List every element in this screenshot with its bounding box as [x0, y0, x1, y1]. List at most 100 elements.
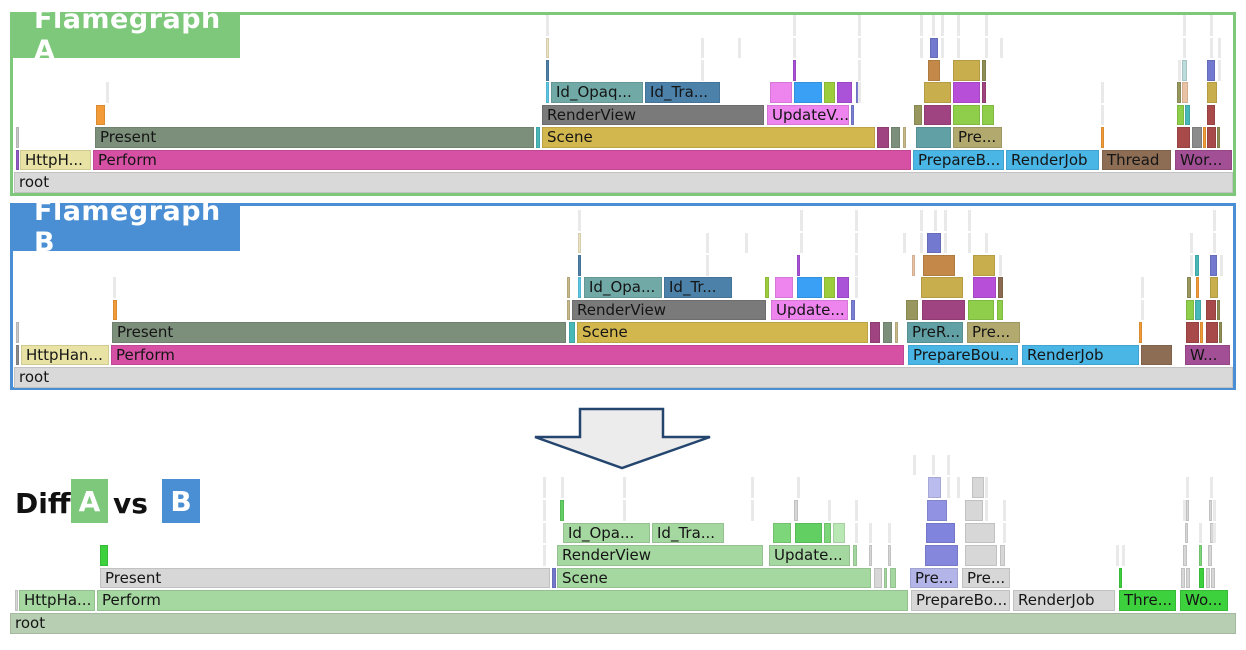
frame-bar[interactable]	[923, 255, 955, 276]
frame-bar[interactable]	[1195, 255, 1199, 276]
frame-bar[interactable]	[921, 277, 963, 298]
frame-bar[interactable]	[1210, 522, 1214, 544]
frame-bar[interactable]	[1000, 545, 1005, 566]
frame-bar[interactable]	[851, 104, 854, 126]
frame-bar[interactable]	[546, 60, 549, 81]
frame-bar[interactable]	[1186, 299, 1194, 321]
frame-bar[interactable]	[1207, 127, 1216, 148]
frame-pre[interactable]: Pre...	[967, 322, 1020, 343]
frame-bar[interactable]	[578, 255, 581, 276]
frame-pre[interactable]: Pre...	[953, 127, 1002, 148]
frame-bar[interactable]	[928, 60, 940, 81]
frame-bar[interactable]	[1181, 567, 1185, 589]
frame-bar[interactable]	[1210, 277, 1218, 298]
frame-bar[interactable]	[775, 277, 793, 298]
frame-bar[interactable]	[890, 567, 896, 589]
frame-bar[interactable]	[833, 522, 845, 544]
frame-id-tra[interactable]: Id_Tra...	[645, 82, 720, 103]
frame-bar[interactable]	[928, 477, 941, 498]
frame-wo[interactable]: Wo...	[1180, 590, 1228, 611]
frame-update[interactable]: Update...	[769, 545, 850, 566]
frame-scene[interactable]: Scene	[577, 322, 868, 343]
frame-bar[interactable]	[1203, 127, 1206, 148]
frame-id-tra[interactable]: Id_Tra...	[652, 522, 724, 544]
frame-bar[interactable]	[874, 567, 882, 589]
frame-bar[interactable]	[567, 277, 570, 298]
frame-perform[interactable]: Perform	[111, 344, 904, 366]
frame-present[interactable]: Present	[95, 127, 534, 148]
frame-bar[interactable]	[924, 82, 951, 103]
frame-bar[interactable]	[793, 60, 796, 81]
frame-perform[interactable]: Perform	[97, 590, 908, 611]
frame-bar[interactable]	[870, 322, 880, 343]
frame-bar[interactable]	[794, 82, 822, 103]
frame-thread[interactable]: Thread	[1102, 149, 1171, 171]
frame-bar[interactable]	[906, 299, 918, 321]
frame-bar[interactable]	[824, 82, 835, 103]
frame-bar[interactable]	[895, 322, 898, 343]
frame-present[interactable]: Present	[112, 322, 566, 343]
frame-id-opaq[interactable]: Id_Opaq...	[551, 82, 643, 103]
frame-bar[interactable]	[569, 322, 575, 343]
frame-bar[interactable]	[546, 82, 549, 103]
frame-bar[interactable]	[1207, 82, 1217, 103]
frame-bar[interactable]	[912, 255, 915, 276]
frame-httpha[interactable]: HttpHa...	[19, 590, 95, 611]
frame-bar[interactable]	[1185, 104, 1190, 126]
frame-bar[interactable]	[916, 127, 951, 148]
frame-bar[interactable]	[997, 299, 1003, 321]
frame-renderjob[interactable]: RenderJob	[1006, 149, 1099, 171]
frame-bar[interactable]	[16, 322, 19, 343]
frame-bar[interactable]	[927, 232, 941, 254]
frame-root[interactable]: root	[10, 613, 1236, 634]
frame-bar[interactable]	[1207, 104, 1215, 126]
frame-bar[interactable]	[1182, 82, 1188, 103]
frame-bar[interactable]	[773, 522, 791, 544]
frame-bar[interactable]	[982, 104, 994, 126]
frame-bar[interactable]	[953, 104, 980, 126]
frame-bar[interactable]	[96, 104, 105, 126]
frame-bar[interactable]	[927, 500, 947, 521]
frame-bar[interactable]	[770, 82, 792, 103]
frame-bar[interactable]	[1185, 522, 1188, 544]
frame-bar[interactable]	[1206, 299, 1216, 321]
frame-bar[interactable]	[1186, 322, 1199, 343]
frame-scene[interactable]: Scene	[542, 127, 875, 148]
frame-bar[interactable]	[1195, 299, 1201, 321]
frame-bar[interactable]	[1183, 545, 1187, 566]
frame-bar[interactable]	[567, 299, 570, 321]
frame-bar[interactable]	[926, 522, 955, 544]
frame-bar[interactable]	[1207, 60, 1215, 81]
frame-bar[interactable]	[1210, 255, 1217, 276]
frame-bar[interactable]	[869, 545, 872, 566]
frame-bar[interactable]	[536, 127, 540, 148]
frame-renderview[interactable]: RenderView	[542, 104, 764, 126]
frame-prepareb[interactable]: PrepareB...	[913, 149, 1004, 171]
frame-bar[interactable]	[953, 60, 980, 81]
frame-bar[interactable]	[965, 545, 997, 566]
frame-bar[interactable]	[1206, 322, 1218, 343]
frame-bar[interactable]	[560, 500, 564, 521]
frame-bar[interactable]	[16, 344, 19, 366]
frame-bar[interactable]	[884, 567, 887, 589]
frame-bar[interactable]	[1192, 127, 1202, 148]
frame-id-opa[interactable]: Id_Opa...	[563, 522, 650, 544]
frame-bar[interactable]	[765, 277, 769, 298]
frame-bar[interactable]	[1186, 500, 1189, 521]
frame-bar[interactable]	[1217, 127, 1220, 148]
frame-root[interactable]: root	[14, 367, 1233, 388]
frame-bar[interactable]	[16, 127, 19, 148]
frame-update[interactable]: Update...	[771, 299, 848, 321]
frame-bar[interactable]	[1119, 567, 1122, 589]
frame-bar[interactable]	[1199, 545, 1202, 566]
frame-pre[interactable]: Pre...	[910, 567, 958, 589]
frame-bar[interactable]	[853, 545, 857, 566]
frame-bar[interactable]	[113, 299, 117, 321]
frame-bar[interactable]	[877, 127, 889, 148]
frame-bar[interactable]	[953, 82, 980, 103]
frame-bar[interactable]	[552, 567, 556, 589]
frame-bar[interactable]	[837, 277, 849, 298]
frame-perform[interactable]: Perform	[93, 149, 911, 171]
frame-bar[interactable]	[965, 522, 995, 544]
frame-bar[interactable]	[1211, 567, 1215, 589]
